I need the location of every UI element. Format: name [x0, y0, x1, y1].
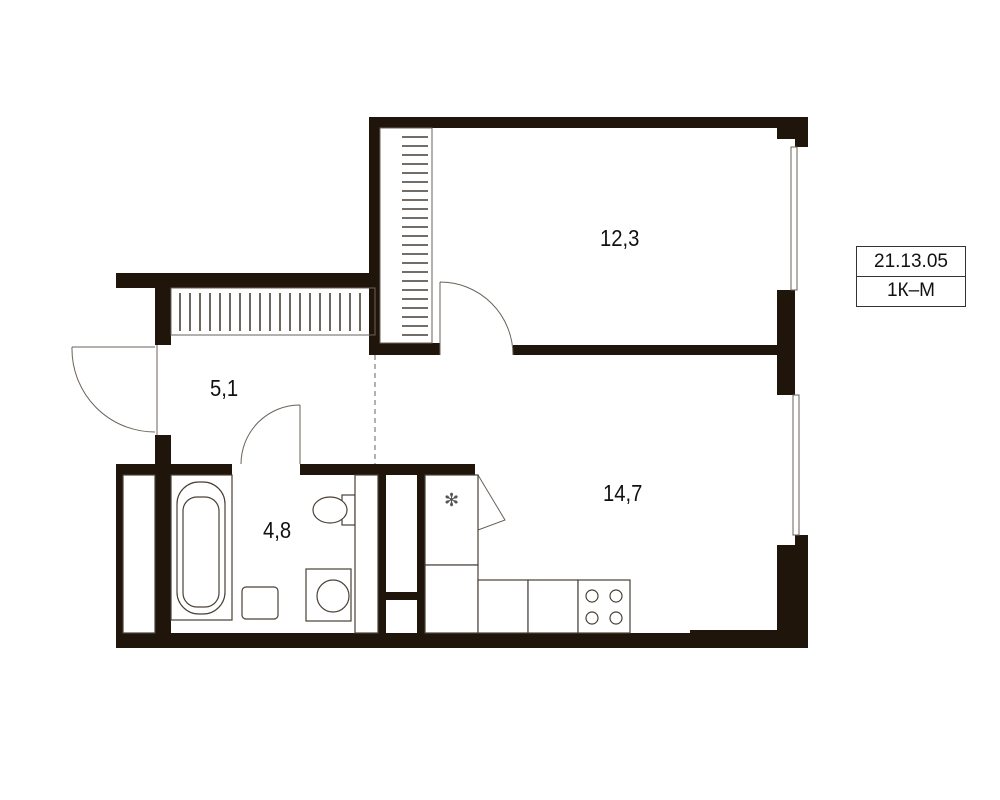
kitchen-fixtures: ✻ — [424, 474, 631, 634]
toilet — [312, 496, 348, 524]
sink — [241, 586, 279, 620]
wardrobe-horizontal — [170, 287, 376, 336]
doors — [71, 281, 514, 531]
room-area-bedroom: 12,3 — [600, 225, 640, 251]
room-area-bathroom: 4,8 — [263, 517, 292, 543]
snowflake-icon: ✻ — [444, 490, 459, 510]
unit-number: 21.13.05 — [856, 246, 966, 277]
bathroom-fixtures — [122, 474, 379, 634]
room-area-hallway: 5,1 — [210, 375, 239, 401]
room-area-kitchen-living: 14,7 — [603, 480, 643, 506]
wardrobe-vertical — [379, 127, 433, 344]
kitchen-sink — [477, 579, 529, 634]
stove — [577, 579, 631, 634]
windows — [790, 146, 800, 536]
fridge — [424, 474, 479, 566]
unit-type: 1К–М — [856, 276, 966, 307]
walls — [116, 117, 808, 648]
